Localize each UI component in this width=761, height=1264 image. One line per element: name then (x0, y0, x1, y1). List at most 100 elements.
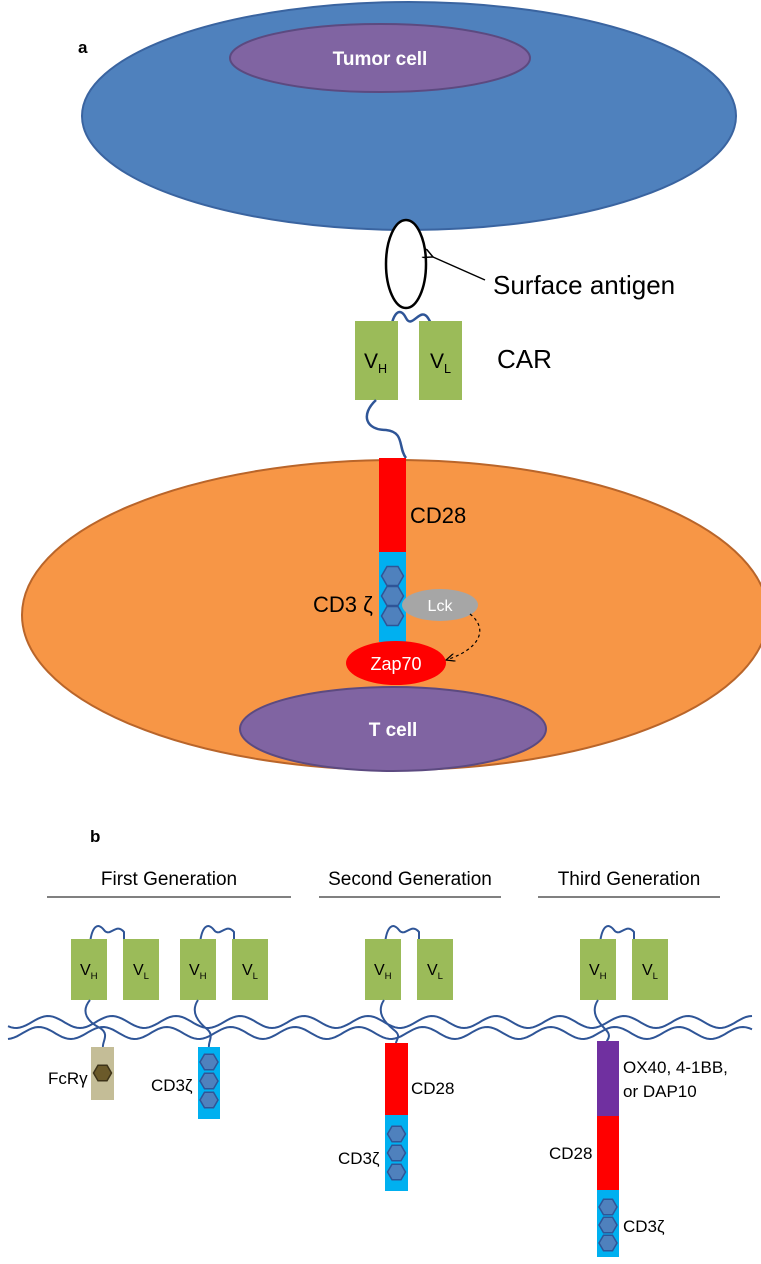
gen1b-hinge-loop (199, 925, 235, 944)
car-vl-main: V (430, 350, 444, 373)
third-generation-title: Third Generation (558, 869, 701, 890)
gen3-cd28-domain (597, 1116, 619, 1190)
gen1a-vh-main: V (80, 962, 91, 979)
itam-hexagon (598, 1198, 618, 1216)
gen1b-vl-sub: L (253, 971, 259, 982)
gen2-cd3z-itam-chain (386, 1125, 407, 1181)
gen1b-vl-domain (232, 939, 268, 1000)
itam-hexagon (380, 565, 405, 587)
itam-hexagon (199, 1072, 219, 1090)
gen3-vh-main: V (589, 962, 600, 979)
gen2-cd28-domain (385, 1043, 408, 1115)
fcry-label: FcRγ (48, 1069, 88, 1088)
gen1a-hinge-loop (89, 925, 125, 944)
gen2-vh-sub: H (385, 971, 392, 982)
gen2-hinge-loop (384, 925, 420, 944)
itam-hexagon (199, 1091, 219, 1109)
panel-b-label: b (90, 827, 100, 846)
second-generation-title: Second Generation (328, 869, 492, 890)
car-vl-label: VL (430, 350, 451, 376)
gen1a-vh-label: VH (80, 962, 98, 982)
surface-antigen-label: Surface antigen (493, 270, 675, 300)
car-label: CAR (497, 344, 552, 374)
itam-hexagon (386, 1163, 407, 1181)
gen3-vh-sub: H (600, 971, 607, 982)
gen3-cd3z-label: CD3ζ (623, 1217, 665, 1236)
gen3-vh-label: VH (589, 962, 607, 982)
itam-hexagon (92, 1064, 113, 1082)
car-vh-sub: H (378, 362, 387, 376)
gen1b-vl-main: V (242, 962, 253, 979)
gen1b-vh-label: VH (189, 962, 207, 982)
gen1a-vl-sub: L (144, 971, 150, 982)
gen1b-vl-label: VL (242, 962, 259, 982)
cd3z-label: CD3 ζ (313, 592, 373, 617)
itam-hexagon (380, 605, 405, 627)
gen1b-cd3z-label: CD3ζ (151, 1076, 193, 1095)
panel-a-label: a (78, 38, 88, 57)
itam-hexagon (386, 1125, 407, 1143)
car-vl-domain (419, 321, 462, 400)
cd28-domain (379, 458, 406, 552)
itam-hexagon (199, 1053, 219, 1071)
surface-antigen-arrow (433, 257, 486, 281)
itam-hexagon (386, 1144, 407, 1162)
membrane-line (7, 1025, 753, 1041)
cd28-label: CD28 (410, 503, 466, 528)
gen1a-linker (84, 999, 107, 1048)
gen1a-vl-domain (123, 939, 159, 1000)
gen2-linker (379, 999, 400, 1044)
itam-hexagon (380, 585, 405, 607)
tumor-cell-label: Tumor cell (333, 49, 428, 70)
gen1a-vh-domain (71, 939, 107, 1000)
gen3-hinge-loop (599, 925, 635, 944)
lck-kinase (402, 589, 478, 621)
gen2-vh-main: V (374, 962, 385, 979)
gen1b-linker (193, 999, 212, 1048)
car-vh-main: V (364, 350, 378, 373)
gen3-costim-label-line1: OX40, 4-1BB, (623, 1058, 728, 1077)
fcry-itam (92, 1064, 113, 1082)
zap70-label: Zap70 (370, 654, 421, 674)
gen2-cd3z-label: CD3ζ (338, 1149, 380, 1168)
surface-antigen-shape (384, 218, 428, 310)
lck-zap70-arrow (446, 613, 481, 660)
membrane-line (7, 1014, 753, 1030)
cd3z-itam-chain (380, 565, 405, 627)
car-linker (365, 399, 408, 459)
gen3-costim-domain (597, 1041, 619, 1116)
gen3-cd28-label: CD28 (549, 1144, 592, 1163)
gen1a-vh-sub: H (91, 971, 98, 982)
gen2-vl-domain (417, 939, 453, 1000)
car-vh-label: VH (364, 350, 387, 376)
gen1b-vh-domain (180, 939, 216, 1000)
gen3-vl-domain (632, 939, 668, 1000)
gen1a-vl-label: VL (133, 962, 150, 982)
gen1b-cd3z-itam-chain (199, 1053, 219, 1109)
gen3-vl-main: V (642, 962, 653, 979)
car-vl-sub: L (444, 362, 451, 376)
first-generation-title: First Generation (101, 869, 237, 890)
itam-hexagon (598, 1216, 618, 1234)
gen3-vl-sub: L (653, 971, 659, 982)
cell-membrane (7, 1014, 753, 1041)
car-vh-domain (355, 321, 398, 400)
gen3-linker (593, 999, 610, 1042)
t-cell-label: T cell (369, 720, 418, 741)
gen3-vh-domain (580, 939, 616, 1000)
gen2-vl-main: V (427, 962, 438, 979)
gen1b-vh-main: V (189, 962, 200, 979)
itam-hexagon (598, 1234, 618, 1252)
gen2-vh-label: VH (374, 962, 392, 982)
zap70-kinase (346, 641, 446, 685)
gen3-vl-label: VL (642, 962, 659, 982)
gen2-vl-sub: L (438, 971, 444, 982)
gen1a-vl-main: V (133, 962, 144, 979)
t-cell-nucleus (239, 686, 547, 772)
tumor-cell-nucleus (229, 23, 531, 93)
gen3-cd3z-itam-chain (598, 1198, 618, 1252)
gen2-vl-label: VL (427, 962, 444, 982)
gen2-cd28-label: CD28 (411, 1079, 454, 1098)
gen3-costim-label-line2: or DAP10 (623, 1082, 697, 1101)
